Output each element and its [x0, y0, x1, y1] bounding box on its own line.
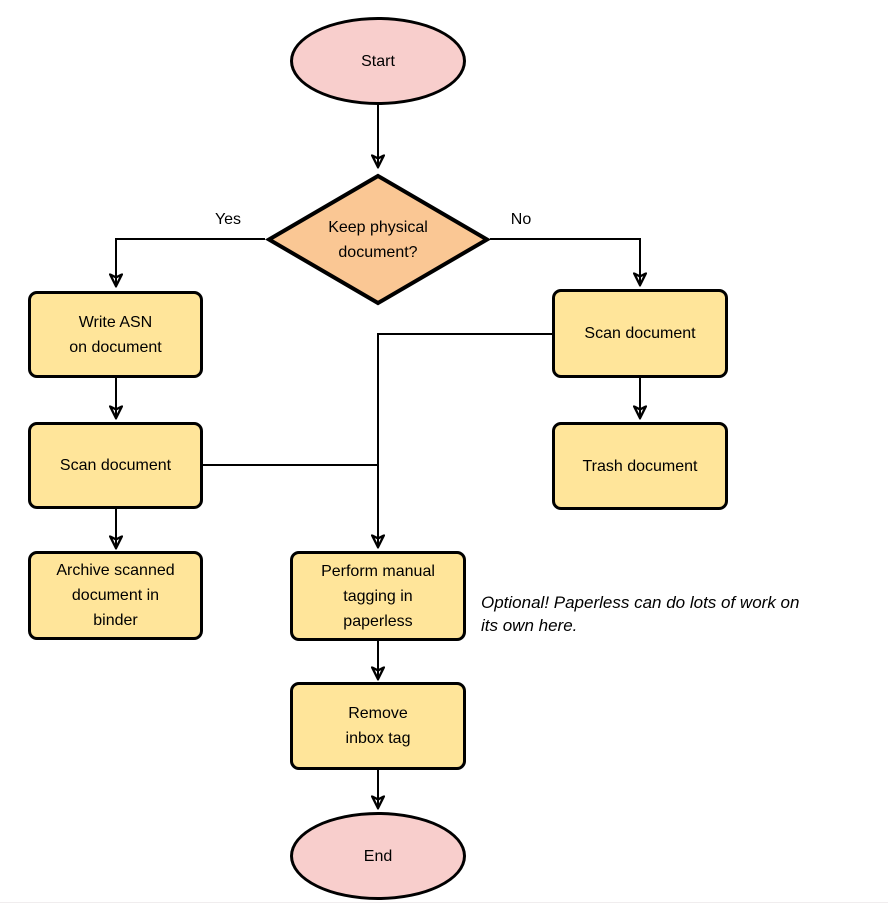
- node-remove-inbox-tag: Remove inbox tag: [290, 682, 466, 770]
- canvas-bottom-border: [0, 902, 888, 903]
- node-start: Start: [290, 17, 466, 105]
- node-start-label: Start: [361, 52, 395, 70]
- node-perform-tagging: Perform manual tagging in paperless: [290, 551, 466, 641]
- node-scan-document-right: Scan document: [552, 289, 728, 378]
- node-scan-document-left: Scan document: [28, 422, 203, 509]
- node-trash-document: Trash document: [552, 422, 728, 510]
- node-write-asn: Write ASN on document: [28, 291, 203, 378]
- node-archive-binder: Archive scanned document in binder: [28, 551, 203, 640]
- diamond-shape: [265, 173, 491, 306]
- edge-label-no: No: [510, 211, 532, 228]
- node-archive-label: Archive scanned document in binder: [56, 562, 175, 629]
- node-decision-label: Keep physical document?: [328, 218, 428, 261]
- node-scan-right-label: Scan document: [584, 325, 696, 342]
- edge-scan-right-perform: [378, 333, 552, 546]
- node-trash-label: Trash document: [582, 457, 698, 475]
- node-write-asn-label: Write ASN on document: [69, 313, 162, 356]
- node-perform-tagging-label: Perform manual tagging in paperless: [321, 562, 435, 630]
- node-remove-inbox-label: Remove inbox tag: [345, 705, 411, 747]
- annotation-text: Optional! Paperless can do lots of work …: [481, 593, 800, 635]
- node-decision: Keep physical document?: [265, 172, 491, 307]
- node-scan-left-label: Scan document: [59, 457, 172, 474]
- edge-decision-write-asn: [116, 238, 265, 285]
- edge-decision-scan-right: [490, 238, 640, 284]
- node-end: End: [290, 812, 466, 900]
- edge-label-yes: Yes: [214, 211, 242, 228]
- node-end-label: End: [363, 847, 393, 865]
